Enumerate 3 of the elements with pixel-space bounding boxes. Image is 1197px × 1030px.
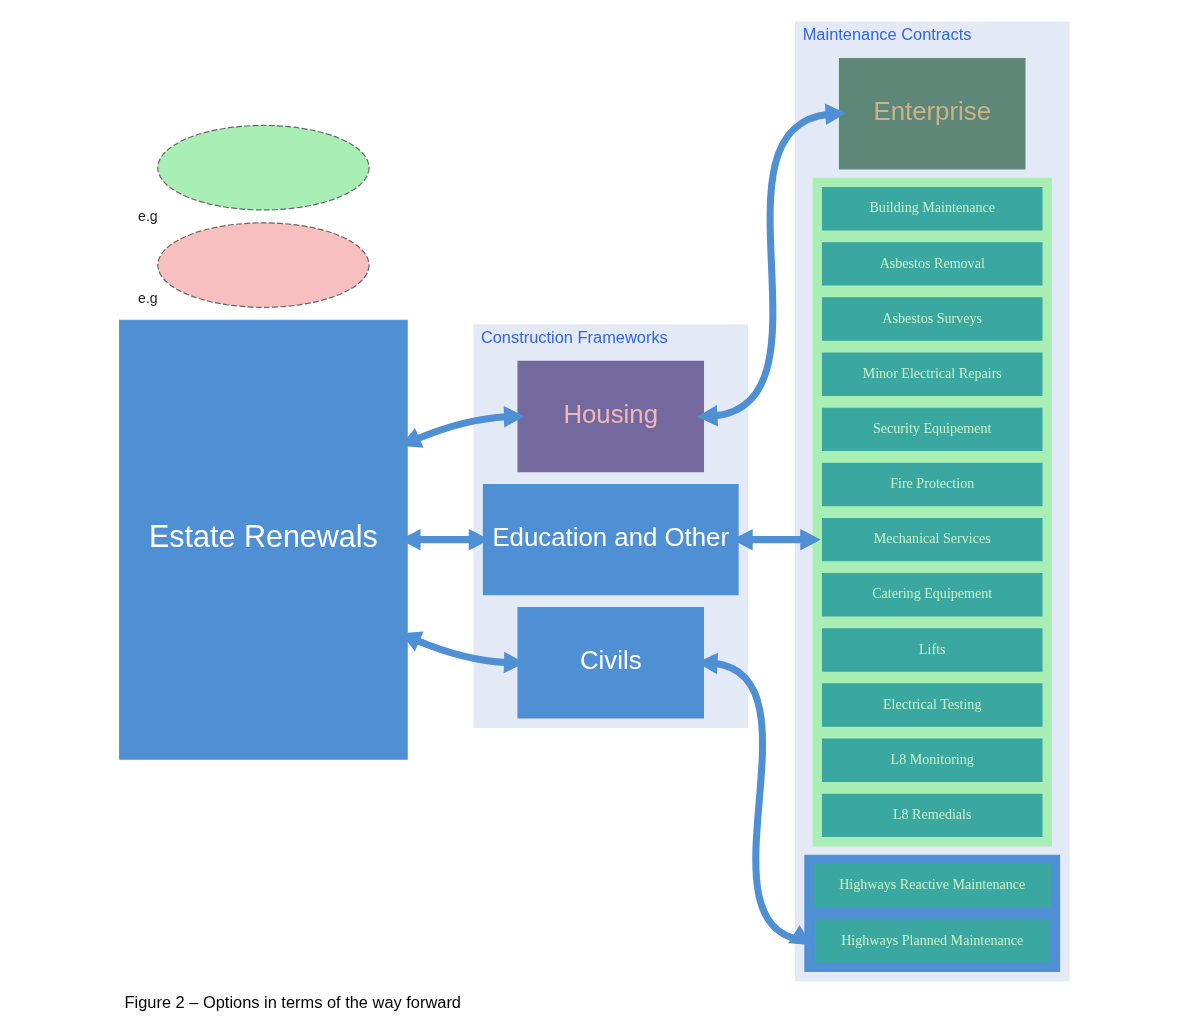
node-label: e.g [137, 208, 158, 225]
caption: Figure 2 – Options in terms of the way forward [124, 993, 461, 1012]
node-label: e.g [137, 290, 158, 307]
